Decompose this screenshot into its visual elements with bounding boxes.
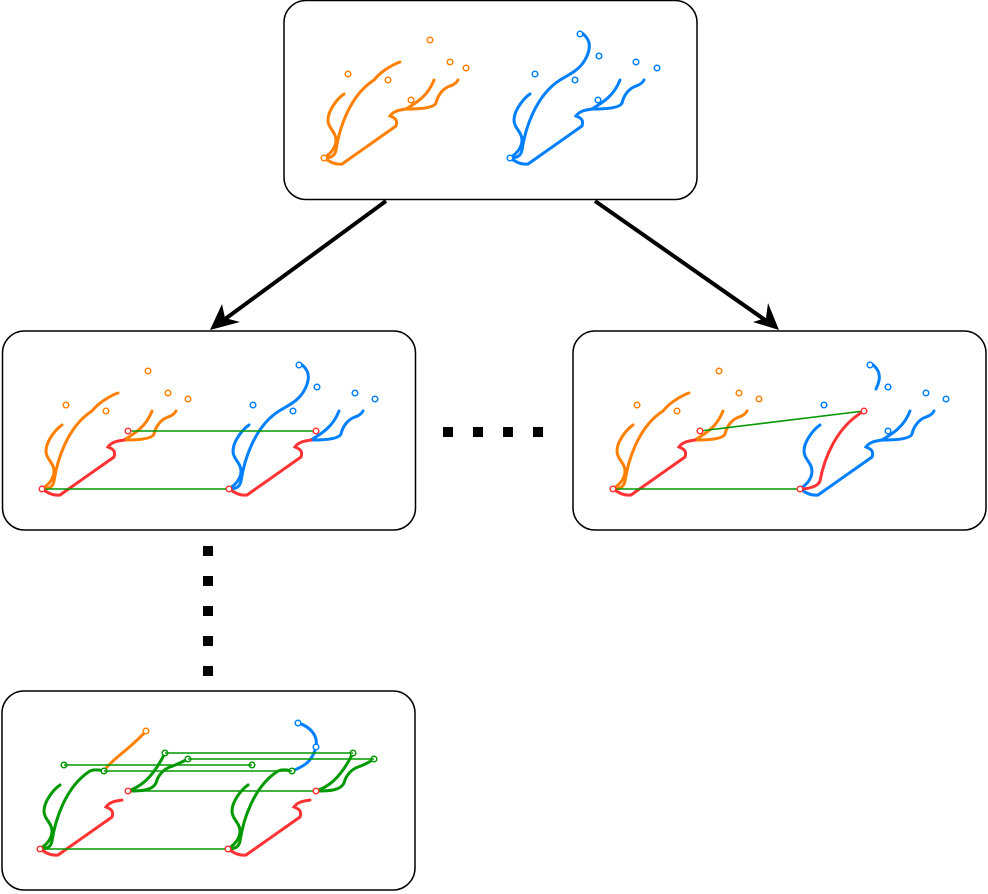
left-tree-orange: [102, 727, 150, 773]
edge-root-to-left-child: [210, 199, 388, 330]
descendant-node-deep: [1, 690, 416, 891]
match-lines: [42, 430, 316, 490]
root-node: [283, 0, 698, 201]
edge-root-to-right-child: [593, 199, 779, 330]
ellipsis-horizontal: [443, 427, 543, 437]
match-lines: [40, 752, 374, 850]
ellipsis-vertical: [203, 546, 213, 676]
right-tree-blue: [506, 30, 661, 166]
right-tree-blue: [290, 719, 320, 773]
match-lines: [613, 410, 865, 490]
right-tree-blue: [798, 361, 950, 497]
child-node-right: [572, 330, 987, 531]
left-tree-orange: [320, 36, 470, 166]
right-tree-blue: [227, 361, 379, 491]
arrowhead-icon: [753, 303, 779, 330]
child-node-left: [1, 330, 417, 531]
left-tree-orange: [611, 367, 763, 491]
matched-path-right: [798, 409, 866, 491]
arrowhead-icon: [210, 304, 240, 330]
left-tree-orange: [40, 367, 192, 491]
